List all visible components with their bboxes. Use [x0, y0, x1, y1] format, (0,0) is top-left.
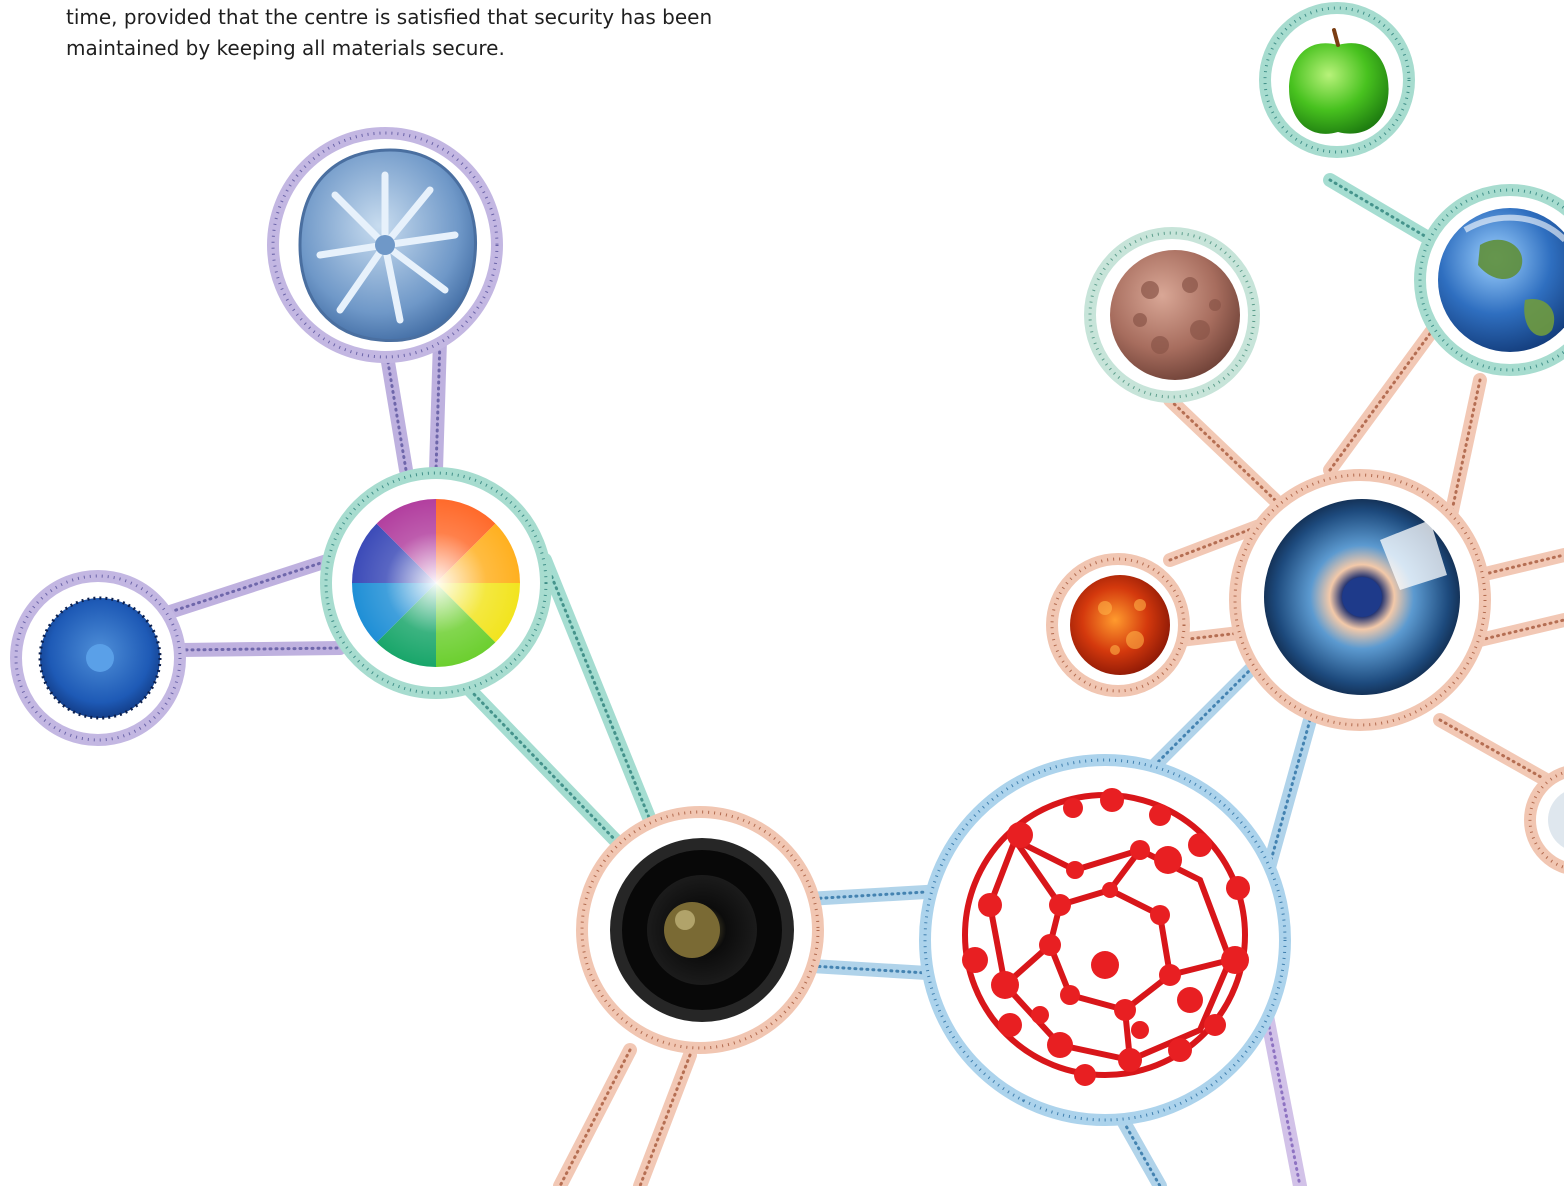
plankton-image: [38, 596, 162, 720]
partial-node-image: [1548, 792, 1564, 848]
virus-cell-image: [1110, 250, 1240, 380]
camera-lens-image: [610, 838, 794, 1022]
earth-image: [1438, 208, 1564, 352]
text-line-2: maintained by keeping all materials secu…: [66, 36, 505, 60]
document-text: time, provided that the centre is satisf…: [66, 2, 766, 64]
eye-image: [1264, 499, 1460, 695]
color-wheel-image: [352, 499, 520, 667]
sun-image: [1070, 575, 1170, 675]
apple-image: [1289, 28, 1389, 134]
buckyball-image: [962, 788, 1250, 1086]
text-line-1: time, provided that the centre is satisf…: [66, 5, 713, 29]
diatom-image: [298, 148, 478, 343]
